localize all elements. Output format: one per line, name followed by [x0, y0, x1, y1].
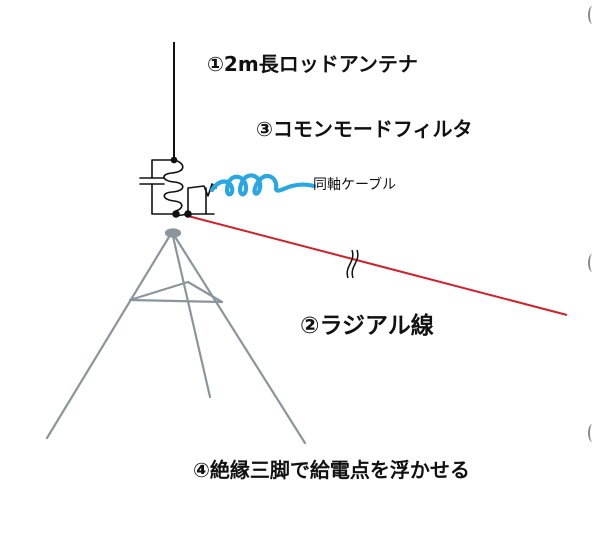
coax-cable-coil [209, 173, 317, 197]
shunt-capacitor-wiring [151, 159, 177, 215]
insulated-tripod [45, 228, 307, 445]
coil-tap-point [170, 156, 178, 164]
cropped-edge-mark [588, 6, 597, 24]
tripod-brace-right [186, 280, 224, 304]
cropped-edge-mark [588, 254, 597, 272]
tripod-brace-left [128, 280, 190, 302]
tripod-brace-front [128, 298, 224, 304]
cropped-edge-mark [588, 424, 597, 442]
radial-wire-label: ②ラジアル線 [300, 313, 434, 339]
ground-link [175, 213, 215, 217]
tripod-label: ④絶縁三脚で給電点を浮かせる [193, 458, 470, 482]
coax-cable-label: 同軸ケーブル [313, 177, 397, 193]
radial-wire [187, 215, 568, 316]
common-mode-filter-label: ③コモンモードフィルタ [256, 117, 473, 141]
radial-length-break-mark [346, 249, 359, 279]
feed-terminal-hot [172, 210, 180, 218]
tripod-leg-left [45, 230, 174, 440]
antenna-label: ①2m長ロッドアンテナ [207, 52, 418, 76]
tripod-head [164, 228, 182, 238]
tripod-leg-back [170, 230, 212, 399]
tripod-leg-right [170, 230, 307, 445]
loading-coil [163, 159, 184, 212]
feed-matching-section [139, 156, 217, 218]
feed-terminal-ground [184, 210, 192, 218]
